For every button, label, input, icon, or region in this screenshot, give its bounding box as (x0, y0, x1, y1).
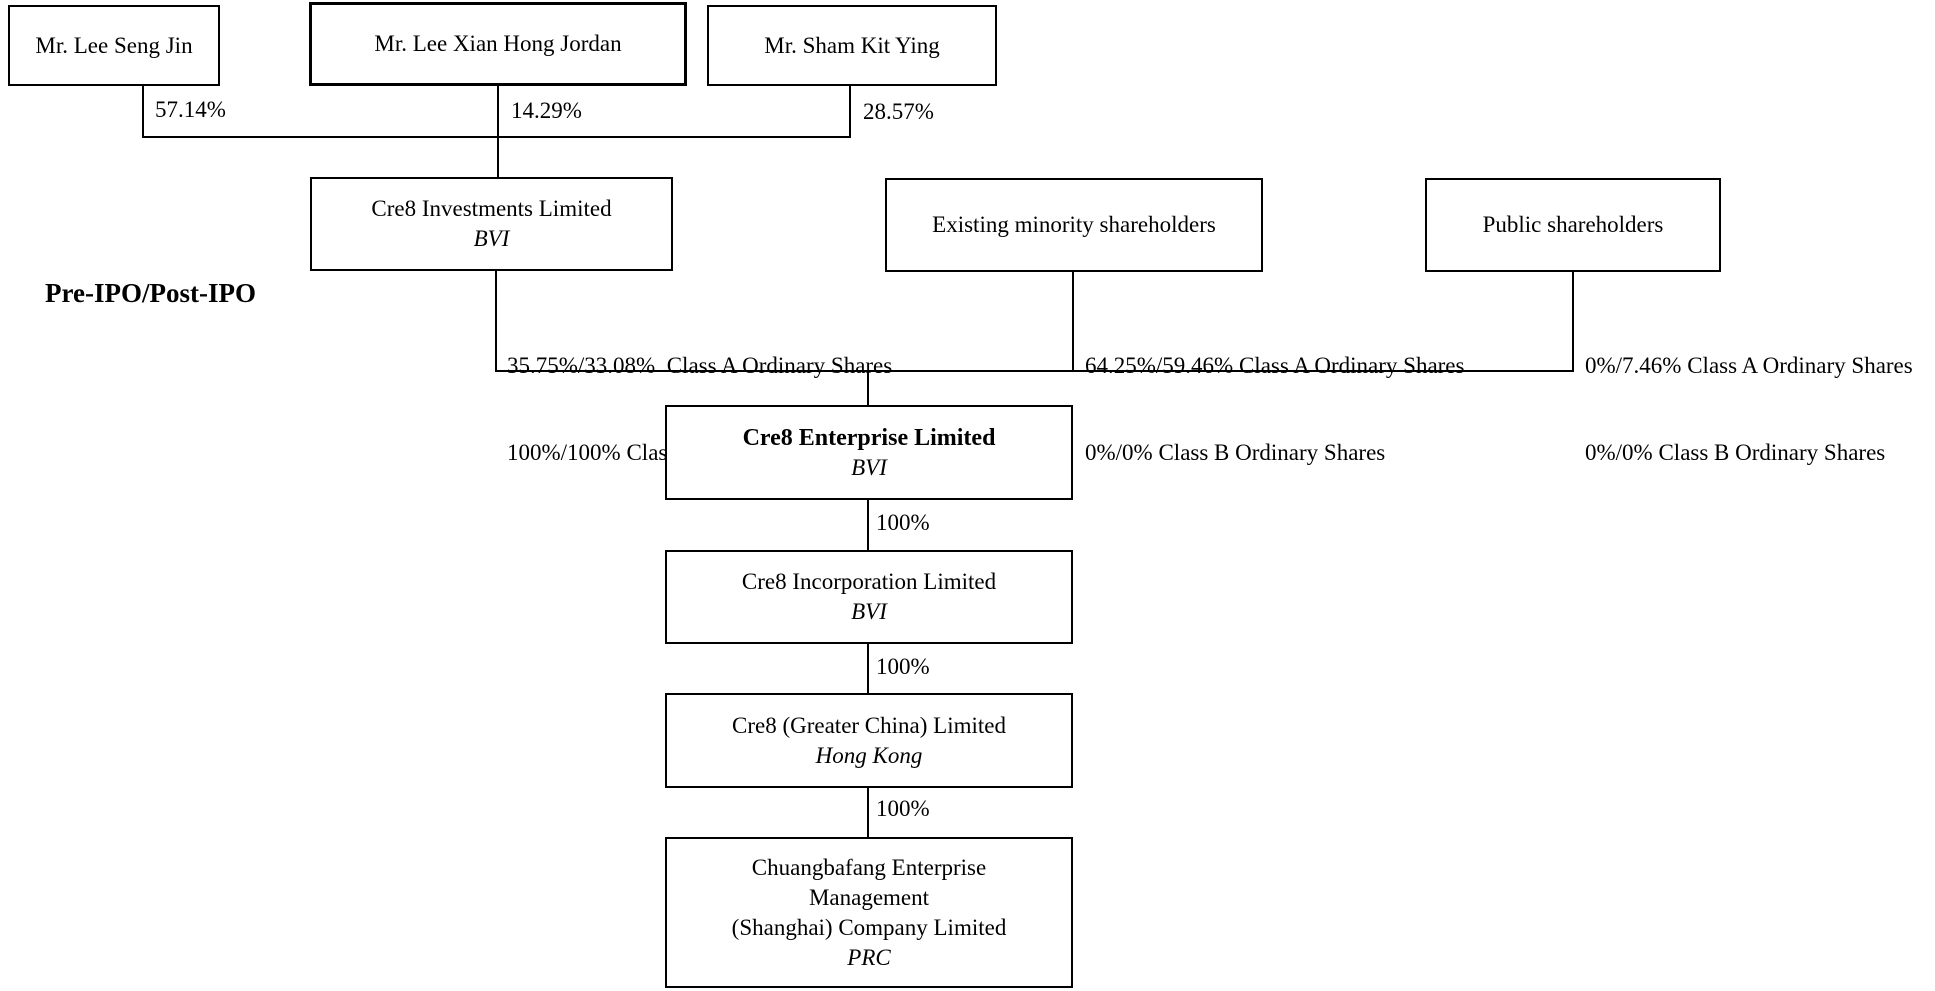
connector-line (142, 136, 851, 138)
connector-line (495, 370, 1574, 372)
shareholding-text-public: 0%/7.46% Class A Ordinary Shares 0%/0% C… (1585, 293, 1913, 525)
connector-line (849, 86, 851, 138)
connector-line (867, 644, 869, 693)
ownership-label: 100% (876, 654, 930, 679)
connector-line (1572, 272, 1574, 371)
ownership-label: 100% (876, 796, 930, 821)
jurisdiction-label: BVI (851, 599, 887, 624)
jurisdiction-label: PRC (847, 944, 891, 970)
company-name: Cre8 Investments Limited (371, 196, 612, 221)
box-cre8-investments: Cre8 Investments Limited BVI (310, 177, 673, 271)
phase-label: Pre-IPO/Post-IPO (45, 278, 256, 308)
ownership-label: 57.14% (155, 97, 226, 122)
box-cre8-incorporation: Cre8 Incorporation Limited BVI (665, 550, 1073, 644)
share-line: 35.75%/33.08% Class A Ordinary Shares (507, 353, 893, 378)
connector-line (495, 271, 497, 371)
box-existing-minority-shareholders: Existing minority shareholders (885, 178, 1263, 272)
box-cre8-enterprise: Cre8 Enterprise Limited BVI (665, 405, 1073, 500)
share-line: 0%/0% Class B Ordinary Shares (1085, 440, 1386, 465)
company-name: Existing minority shareholders (932, 212, 1216, 237)
shareholder-name: Mr. Lee Xian Hong Jordan (374, 31, 622, 56)
company-name: Cre8 Incorporation Limited (741, 569, 997, 594)
box-shareholder-lee-seng-jin: Mr. Lee Seng Jin (8, 5, 220, 86)
connector-line (867, 788, 869, 837)
box-shareholder-lee-xian-hong-jordan: Mr. Lee Xian Hong Jordan (309, 2, 687, 86)
connector-line (867, 371, 869, 405)
shareholder-name: Mr. Sham Kit Ying (764, 32, 940, 58)
shareholding-text-existing-minority: 64.25%/59.46% Class A Ordinary Shares 0%… (1085, 293, 1464, 525)
jurisdiction-label: Hong Kong (815, 742, 923, 768)
connector-line (1072, 272, 1074, 371)
jurisdiction-label: BVI (851, 454, 887, 480)
ownership-label: 28.57% (863, 99, 934, 124)
ownership-label: 100% (876, 510, 930, 535)
company-name: Cre8 Enterprise Limited (742, 424, 996, 451)
company-name: Public shareholders (1482, 212, 1664, 237)
connector-line (497, 86, 499, 177)
connector-line (867, 500, 869, 550)
share-line: 0%/0% Class B Ordinary Shares (1585, 440, 1886, 465)
ownership-label: 14.29% (511, 98, 582, 123)
box-shareholder-sham-kit-ying: Mr. Sham Kit Ying (707, 5, 997, 86)
share-line: 0%/7.46% Class A Ordinary Shares (1585, 353, 1913, 378)
connector-line (142, 86, 144, 138)
share-line: 64.25%/59.46% Class A Ordinary Shares (1085, 353, 1465, 378)
company-name: Chuangbafang Enterprise Management (Shan… (731, 854, 1007, 940)
company-name: Cre8 (Greater China) Limited (732, 712, 1006, 738)
box-chuangbafang-enterprise-management: Chuangbafang Enterprise Management (Shan… (665, 837, 1073, 988)
jurisdiction-label: BVI (473, 226, 510, 251)
box-cre8-greater-china: Cre8 (Greater China) Limited Hong Kong (665, 693, 1073, 788)
box-public-shareholders: Public shareholders (1425, 178, 1721, 272)
shareholder-name: Mr. Lee Seng Jin (35, 32, 193, 58)
